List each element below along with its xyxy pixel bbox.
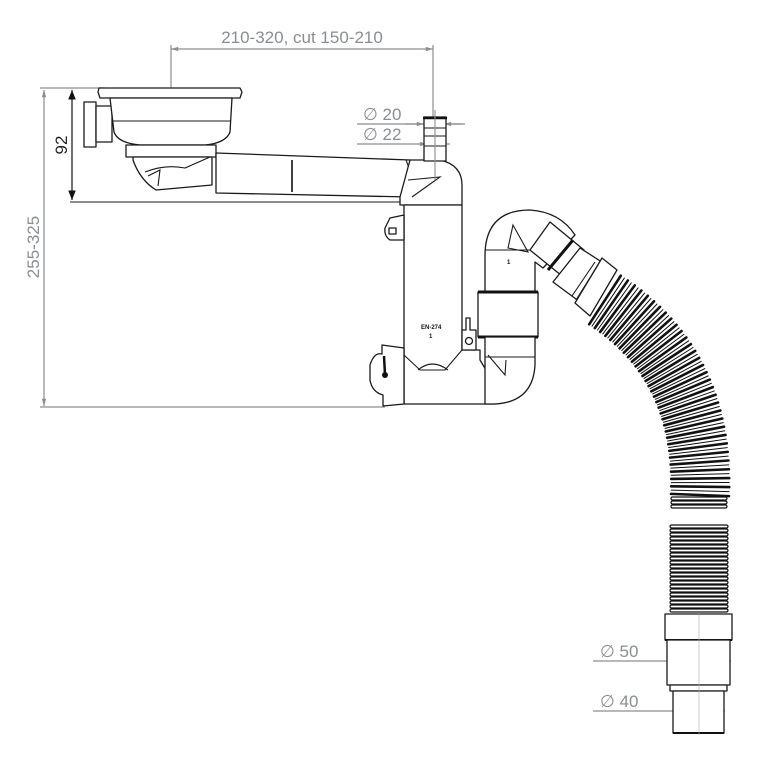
dimension-total-height-label: 255-325 bbox=[24, 216, 43, 278]
dimension-horizontal: 210-320, cut 150-210 bbox=[170, 28, 434, 118]
horizontal-pipe bbox=[215, 152, 411, 198]
standard-index: 1 bbox=[429, 334, 433, 340]
dimension-length-label: 210-320, cut 150-210 bbox=[221, 28, 383, 47]
overflow-d22-label: ∅ 22 bbox=[363, 125, 401, 144]
flexible-hose bbox=[587, 274, 731, 498]
dimension-basket-height: 92 bbox=[40, 87, 400, 203]
outlet-adapter bbox=[664, 613, 733, 735]
lower-hose bbox=[669, 496, 729, 613]
dimension-92-label: 92 bbox=[52, 136, 71, 155]
dimension-overflow: ∅ 20 ∅ 22 bbox=[357, 105, 465, 147]
overflow-d20-label: ∅ 20 bbox=[363, 105, 401, 124]
trap-body: EN-274 1 bbox=[369, 204, 496, 407]
outlet-d50-label: ∅ 50 bbox=[600, 642, 638, 661]
hose-coupling bbox=[529, 221, 618, 317]
overflow-connector bbox=[399, 110, 463, 206]
standard-marking: EN-274 bbox=[421, 325, 442, 331]
dimension-total-height: 255-325 bbox=[24, 89, 385, 408]
basket-strainer bbox=[83, 87, 243, 191]
outlet-d40-label: ∅ 40 bbox=[600, 692, 638, 711]
elbow-index: 1 bbox=[507, 260, 511, 266]
